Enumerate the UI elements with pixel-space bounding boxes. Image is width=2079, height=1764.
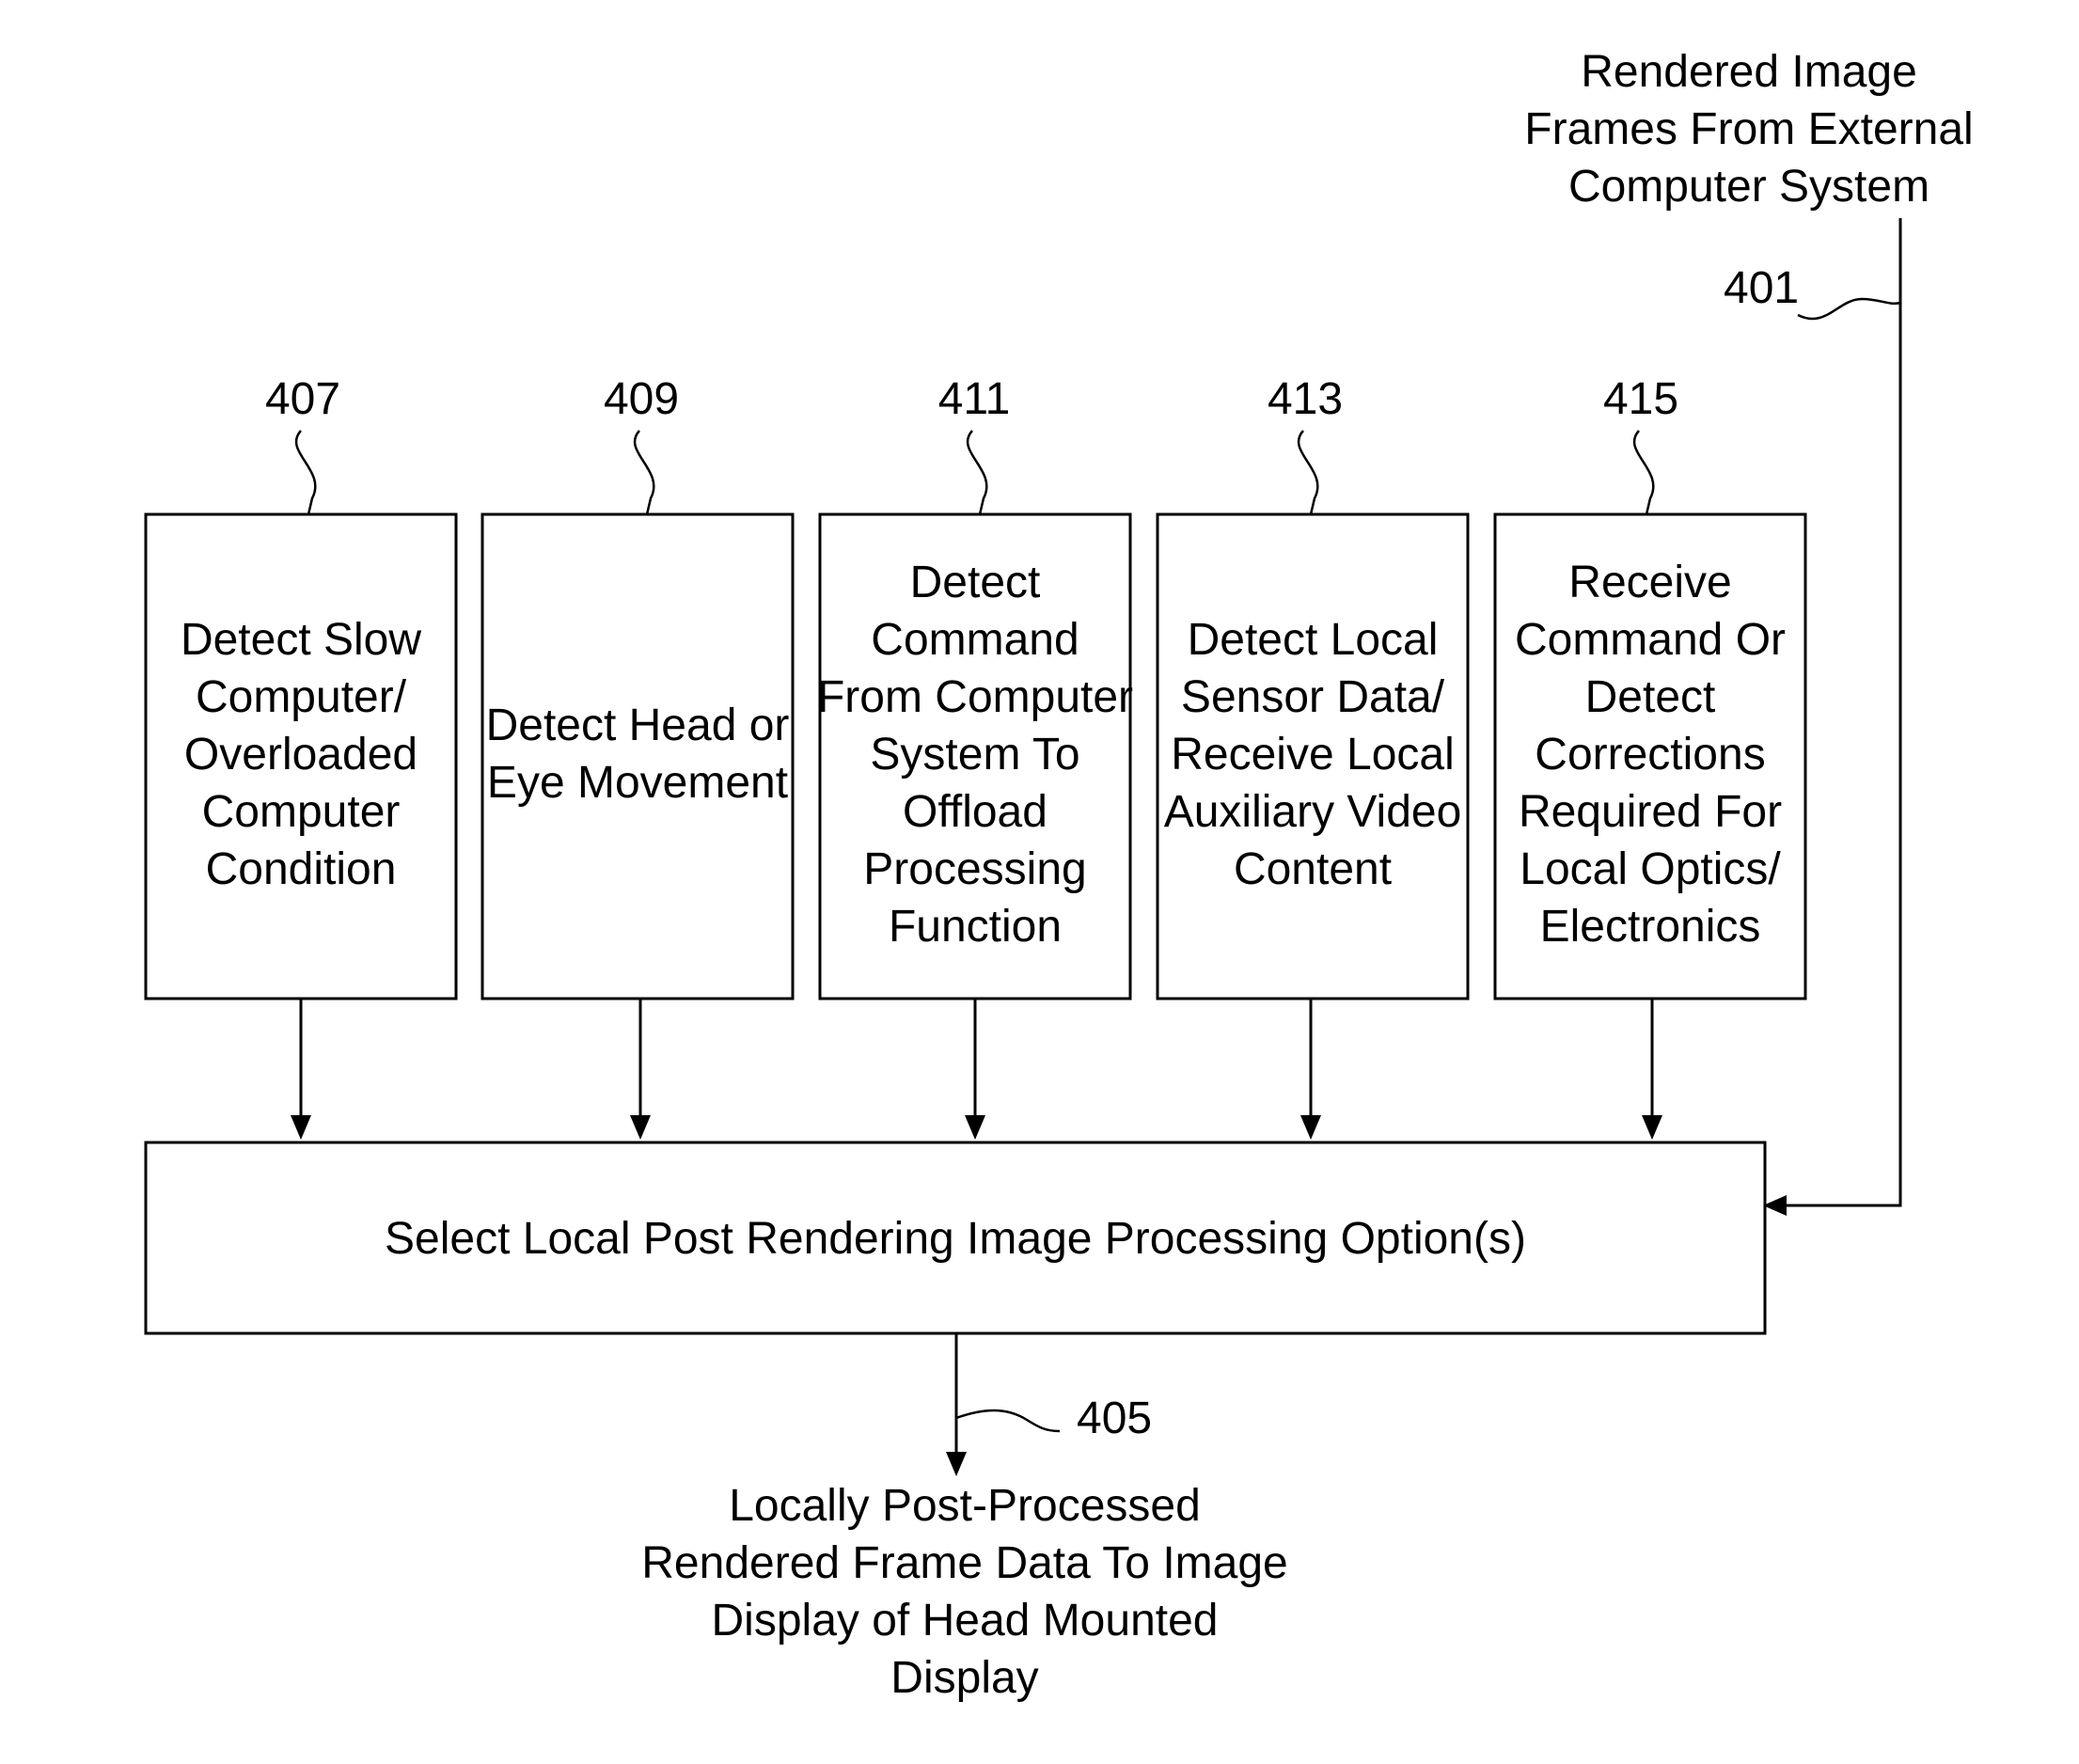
leader-413 xyxy=(1299,431,1317,514)
ref-407: 407 xyxy=(265,374,340,424)
input-arrowhead xyxy=(1763,1195,1787,1216)
ref-415: 415 xyxy=(1603,374,1678,424)
ref-405: 405 xyxy=(1077,1394,1152,1443)
block-411-line-7: Function xyxy=(889,902,1062,952)
leader-405 xyxy=(956,1410,1060,1431)
block-411-line-5: Offload xyxy=(903,787,1047,837)
block-413-line-4: Auxiliary Video xyxy=(1164,787,1462,837)
select-processing-label: Select Local Post Rendering Image Proces… xyxy=(385,1214,1526,1264)
block-415-line-4: Corrections xyxy=(1535,730,1765,780)
block-409-line-2: Eye Movement xyxy=(487,758,788,808)
block-415-line-2: Command Or xyxy=(1515,615,1786,665)
arrow-409-head xyxy=(630,1115,651,1140)
block-413-line-5: Content xyxy=(1234,844,1392,894)
ref-413: 413 xyxy=(1268,374,1343,424)
output-arrowhead xyxy=(946,1452,967,1476)
ref-401: 401 xyxy=(1724,263,1799,313)
block-409-line-1: Detect Head or xyxy=(486,701,790,750)
block-407-line-3: Overloaded xyxy=(184,730,417,780)
block-407-line-5: Condition xyxy=(206,844,397,894)
arrow-415-head xyxy=(1642,1115,1662,1140)
output-label-line-4: Display xyxy=(890,1653,1038,1703)
block-415-line-5: Required For xyxy=(1519,787,1782,837)
block-413-line-1: Detect Local xyxy=(1188,615,1439,665)
block-415-line-1: Receive xyxy=(1568,558,1731,607)
block-407-line-2: Computer/ xyxy=(196,672,407,722)
leader-407 xyxy=(296,431,315,514)
ref-409: 409 xyxy=(604,374,679,424)
block-411-line-6: Processing xyxy=(863,844,1086,894)
block-411-line-1: Detect xyxy=(910,558,1041,607)
block-407-line-4: Computer xyxy=(202,787,401,837)
block-411-line-2: Command xyxy=(871,615,1079,665)
arrow-413-head xyxy=(1300,1115,1321,1140)
output-label-line-1: Locally Post-Processed xyxy=(729,1481,1201,1531)
leader-401 xyxy=(1798,299,1900,319)
block-415-line-3: Detect xyxy=(1585,672,1716,722)
arrow-411-head xyxy=(965,1115,985,1140)
block-407-line-1: Detect Slow xyxy=(181,615,421,665)
leader-411 xyxy=(968,431,986,514)
ref-411: 411 xyxy=(938,374,1011,424)
block-411-line-3: From Computer xyxy=(817,672,1133,722)
block-413-line-3: Receive Local xyxy=(1171,730,1455,780)
output-label-line-2: Rendered Frame Data To Image xyxy=(641,1538,1287,1588)
block-413-line-2: Sensor Data/ xyxy=(1181,672,1445,722)
output-label-line-3: Display of Head Mounted xyxy=(712,1596,1219,1646)
block-415-line-7: Electronics xyxy=(1540,902,1761,952)
leader-415 xyxy=(1634,431,1653,514)
arrow-407-head xyxy=(291,1115,311,1140)
input-label-line-2: Frames From External xyxy=(1524,104,1973,154)
leader-409 xyxy=(635,431,654,514)
block-409 xyxy=(482,514,793,999)
input-label-line-1: Rendered Image xyxy=(1581,47,1917,97)
input-label-line-3: Computer System xyxy=(1568,162,1929,212)
block-415-line-6: Local Optics/ xyxy=(1520,844,1781,894)
block-411-line-4: System To xyxy=(870,730,1079,780)
